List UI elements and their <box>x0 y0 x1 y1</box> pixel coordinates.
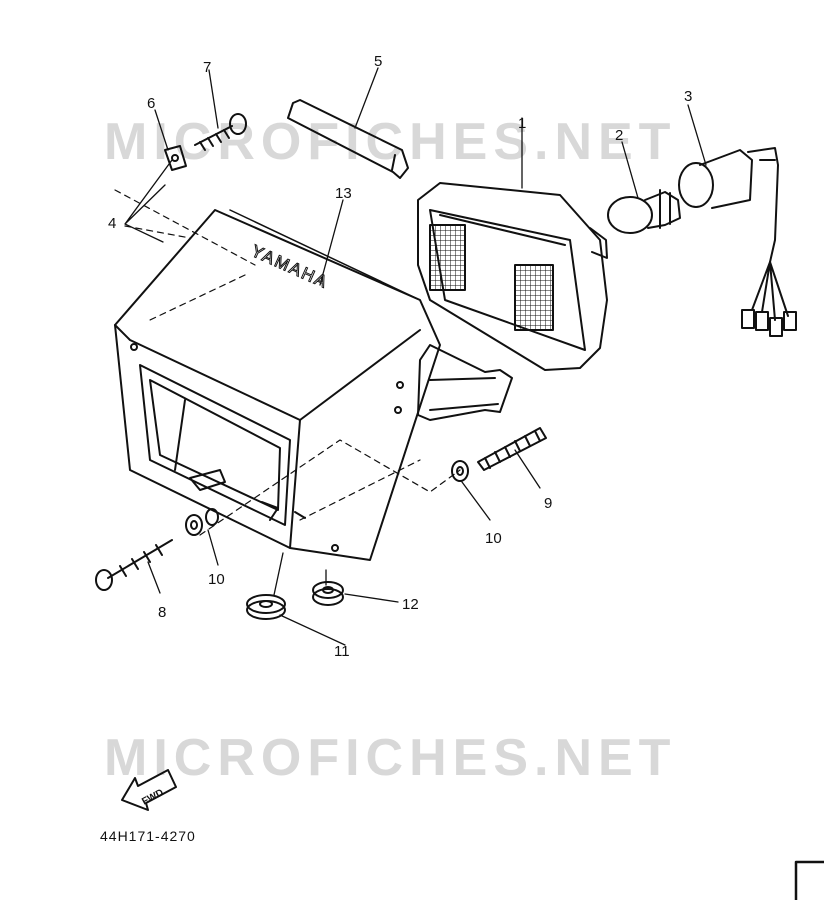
brand-text: YAMAHA <box>248 241 331 292</box>
grommet-12 <box>312 581 344 606</box>
screw-7 <box>194 113 247 151</box>
part-code: 44H171-4270 <box>100 828 196 844</box>
callout-9: 9 <box>544 495 552 512</box>
leader-lines <box>124 67 707 646</box>
callout-6: 6 <box>147 95 155 112</box>
grommet-11 <box>246 594 286 620</box>
callout-8: 8 <box>158 604 166 621</box>
bolt-8 <box>95 539 173 591</box>
washer-10-right <box>451 460 469 482</box>
callout-12: 12 <box>402 596 419 613</box>
mounting-bracket <box>417 344 513 421</box>
washer-10-left <box>185 508 219 536</box>
callout-10-right: 10 <box>485 530 502 547</box>
callout-1: 1 <box>518 115 526 132</box>
bulb <box>607 189 681 234</box>
headlight-unit <box>417 182 608 371</box>
fwd-arrow-icon <box>121 769 177 811</box>
headlight-cover <box>114 209 441 561</box>
rubber-strip <box>287 99 409 179</box>
corner-mark <box>794 860 824 900</box>
bulb-socket <box>678 147 797 337</box>
callout-2: 2 <box>615 127 623 144</box>
callout-4: 4 <box>108 215 116 232</box>
bolt-9 <box>477 427 547 471</box>
callout-3: 3 <box>684 88 692 105</box>
watermark-bottom: MICROFICHES.NET <box>104 729 677 787</box>
callout-13: 13 <box>335 185 352 202</box>
fwd-label: FWD <box>140 787 165 807</box>
callout-11: 11 <box>334 643 350 660</box>
dashed-guides <box>114 189 461 536</box>
callout-7: 7 <box>203 59 211 76</box>
callout-10-left: 10 <box>208 571 225 588</box>
callout-5: 5 <box>374 53 382 70</box>
